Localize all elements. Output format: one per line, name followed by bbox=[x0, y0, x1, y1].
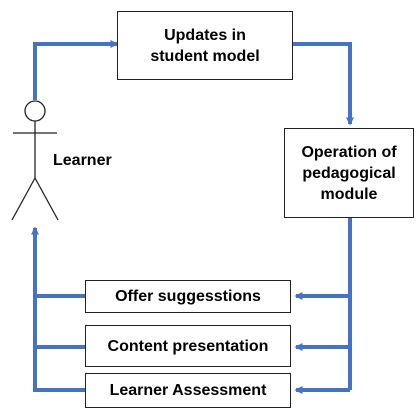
arrow-from-assessment bbox=[31, 226, 85, 392]
node-offer-suggestions: Offer suggesstions bbox=[85, 280, 291, 313]
node-updates-student-model: Updates in student model bbox=[117, 11, 293, 80]
learner-stick-figure-icon bbox=[11, 100, 59, 221]
learner-label: Learner bbox=[53, 152, 112, 169]
arrow-updates-to-operation bbox=[293, 42, 354, 126]
node-content-presentation: Content presentation bbox=[85, 325, 291, 367]
arrow-learner-to-updates bbox=[33, 40, 119, 100]
node-learner-assessment: Learner Assessment bbox=[85, 373, 291, 408]
node-operation-pedagogical-module: Operation of pedagogical module bbox=[284, 128, 414, 218]
